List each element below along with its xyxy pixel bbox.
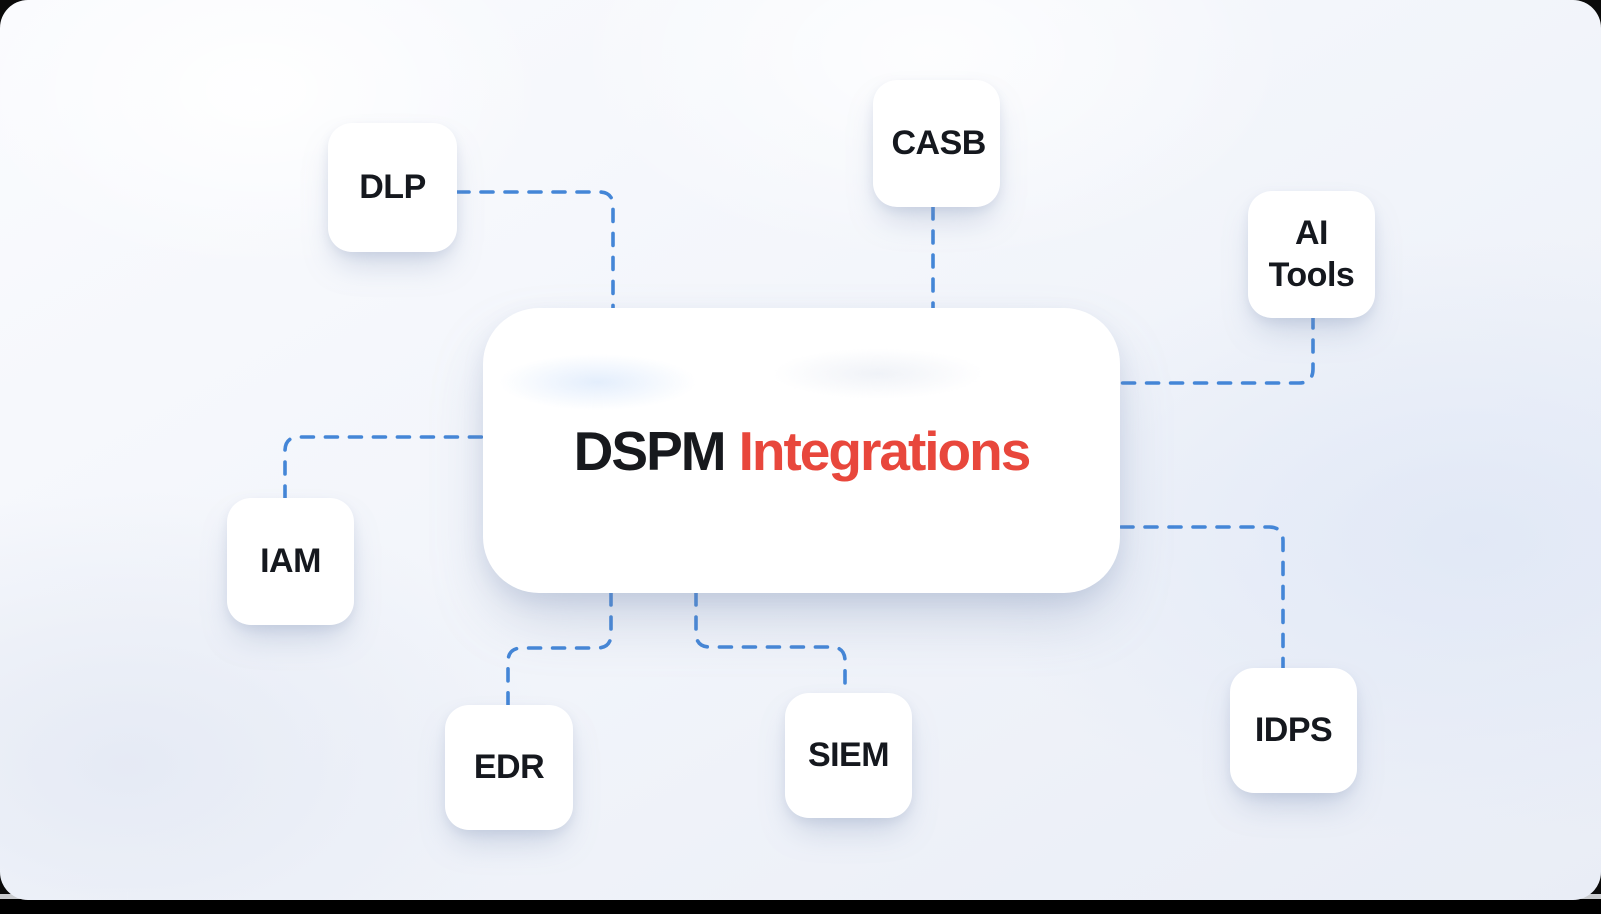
node-casb: CASB	[873, 80, 1000, 207]
node-iam-label: IAM	[260, 541, 321, 580]
title-dspm: DSPM	[573, 419, 727, 482]
node-edr-label: EDR	[473, 747, 545, 786]
node-casb-label: CASB	[891, 123, 987, 162]
connector-iam	[283, 435, 485, 500]
node-ai-tools-label: AI Tools	[1268, 214, 1355, 294]
connector-edr	[506, 591, 613, 707]
node-siem: SIEM	[785, 693, 912, 818]
connector-dlp	[455, 190, 615, 310]
node-idps-label: IDPS	[1254, 710, 1333, 749]
connector-siem	[694, 591, 847, 695]
node-idps: IDPS	[1230, 668, 1357, 793]
node-dlp-label: DLP	[359, 167, 426, 206]
connector-idps	[1119, 525, 1285, 670]
node-dlp: DLP	[328, 123, 457, 252]
node-siem-label: SIEM	[807, 735, 890, 774]
node-ai-tools: AI Tools	[1248, 191, 1375, 318]
node-iam: IAM	[227, 498, 354, 625]
title-integrations: Integrations	[738, 419, 1032, 482]
connector-ai-tools	[1119, 314, 1315, 385]
node-edr: EDR	[445, 705, 573, 830]
